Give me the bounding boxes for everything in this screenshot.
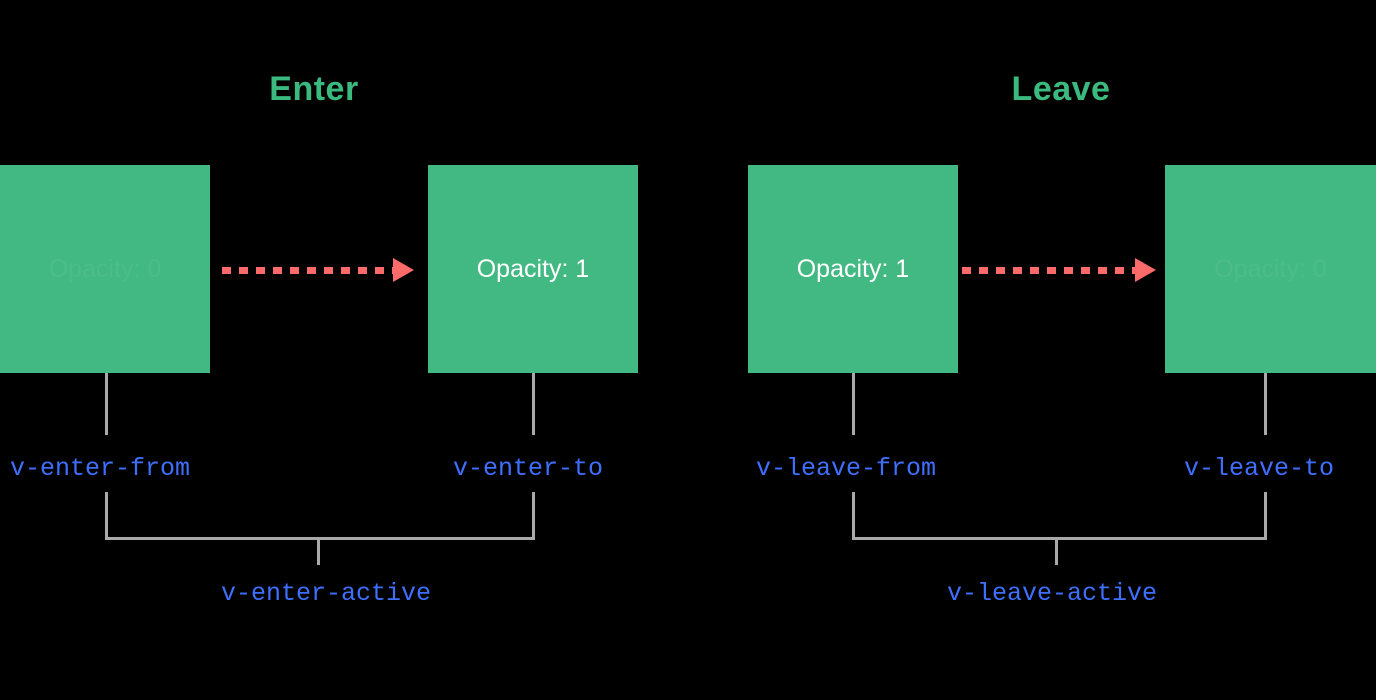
bracket-arm-enter-right: [532, 492, 535, 539]
dashed-arrow-icon-leave: [962, 258, 1156, 282]
box-label-leave-from: Opacity: 1: [796, 254, 910, 283]
class-label-v-leave-to: v-leave-to: [1184, 454, 1335, 483]
arrow-shaft: [222, 267, 394, 274]
connector-stem-leave-from: [852, 373, 855, 435]
class-label-v-leave-active: v-leave-active: [946, 579, 1158, 608]
bracket-arm-enter-left: [105, 492, 108, 539]
connector-stem-enter-to: [532, 373, 535, 435]
connector-stem-enter-from: [105, 373, 108, 435]
connector-stem-leave-to: [1264, 373, 1267, 435]
bracket-center-stem-enter: [317, 537, 320, 565]
arrow-shaft: [962, 267, 1136, 274]
bracket-arm-leave-right: [1264, 492, 1267, 539]
box-leave-from: Opacity: 1: [748, 165, 958, 373]
box-enter-from: Opacity: 0: [0, 165, 210, 373]
bracket-bar-enter: [105, 537, 535, 540]
section-title-enter: Enter: [269, 70, 359, 108]
box-leave-to: Opacity: 0: [1165, 165, 1376, 373]
bracket-bar-leave: [852, 537, 1267, 540]
class-label-v-leave-from: v-leave-from: [756, 454, 937, 483]
section-title-leave: Leave: [1011, 70, 1111, 108]
dashed-arrow-icon-enter: [222, 258, 414, 282]
box-enter-to: Opacity: 1: [428, 165, 638, 373]
arrow-head-icon: [1135, 258, 1156, 282]
box-label-enter-from: Opacity: 0: [48, 254, 162, 283]
box-label-leave-to: Opacity: 0: [1214, 254, 1327, 283]
class-label-v-enter-to: v-enter-to: [453, 454, 604, 483]
bracket-center-stem-leave: [1055, 537, 1058, 565]
arrow-head-icon: [393, 258, 414, 282]
class-label-v-enter-from: v-enter-from: [10, 454, 191, 483]
bracket-arm-leave-left: [852, 492, 855, 539]
class-label-v-enter-active: v-enter-active: [220, 579, 432, 608]
box-label-enter-to: Opacity: 1: [476, 254, 590, 283]
